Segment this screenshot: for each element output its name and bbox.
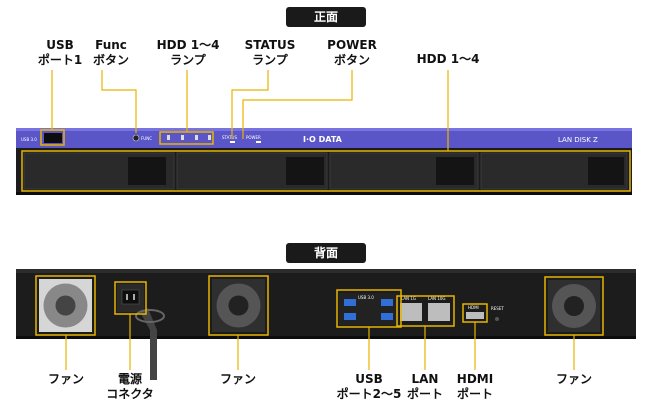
back-fan-3-label: ファン xyxy=(555,372,592,386)
back-hdmi-port: HDMI xyxy=(466,305,484,319)
back-power-connector-label: 電源コネクタ xyxy=(106,372,154,401)
hdd-bay-4 xyxy=(480,152,628,190)
back-fan-2-label: ファン xyxy=(219,372,256,386)
status-leader xyxy=(231,70,269,139)
model-name: LAN DISK Z xyxy=(558,136,598,144)
hdd-lamp-2 xyxy=(181,135,184,140)
func-leader xyxy=(101,70,137,133)
back-lan-ports: LAN 1G LAN 10G xyxy=(400,296,450,321)
status-lamp-text: STATUS xyxy=(222,135,237,140)
hdd-bay-1 xyxy=(23,152,175,190)
lan-1g-text: LAN 1G xyxy=(401,296,416,301)
back-chassis xyxy=(16,269,636,339)
status-lamp xyxy=(230,141,235,143)
back-power-connector xyxy=(117,284,165,380)
power-button-text: POWER xyxy=(246,135,261,140)
brand-logo: I·O DATA xyxy=(303,135,343,144)
reset-button xyxy=(495,317,499,321)
front-section-tag: 正面 xyxy=(286,7,366,27)
front-usb-port xyxy=(44,133,62,143)
func-button xyxy=(132,134,140,142)
hdd-lamp-1 xyxy=(167,135,170,140)
back-fan-2 xyxy=(212,279,265,332)
hdd-bay-2 xyxy=(176,152,328,190)
back-usb-ports: USB 3.0 xyxy=(339,293,399,325)
front-usb-port-text: USB 3.0 xyxy=(21,137,37,142)
back-fan-1-label: ファン xyxy=(47,372,84,386)
hdd-bay-3 xyxy=(329,152,479,190)
back-section-tag: 背面 xyxy=(286,243,366,263)
hdd-lamp-4 xyxy=(208,135,211,140)
func-button-text: FUNC xyxy=(141,136,152,141)
hdmi-text: HDMI xyxy=(468,305,479,310)
front-hdd-bays-label: HDD 1～4 xyxy=(416,52,480,66)
power-button xyxy=(256,141,261,143)
hdd-bays-highlight xyxy=(21,150,631,192)
lan-10g-text: LAN 10G xyxy=(428,296,446,301)
back-fan-3 xyxy=(548,280,600,332)
hdd-lamp-3 xyxy=(195,135,198,140)
reset-text: RESET xyxy=(491,306,504,311)
front-panel-strip xyxy=(16,128,632,148)
usb-ports-text: USB 3.0 xyxy=(358,295,374,300)
power-leader xyxy=(242,70,353,139)
back-fan-1 xyxy=(39,279,92,332)
